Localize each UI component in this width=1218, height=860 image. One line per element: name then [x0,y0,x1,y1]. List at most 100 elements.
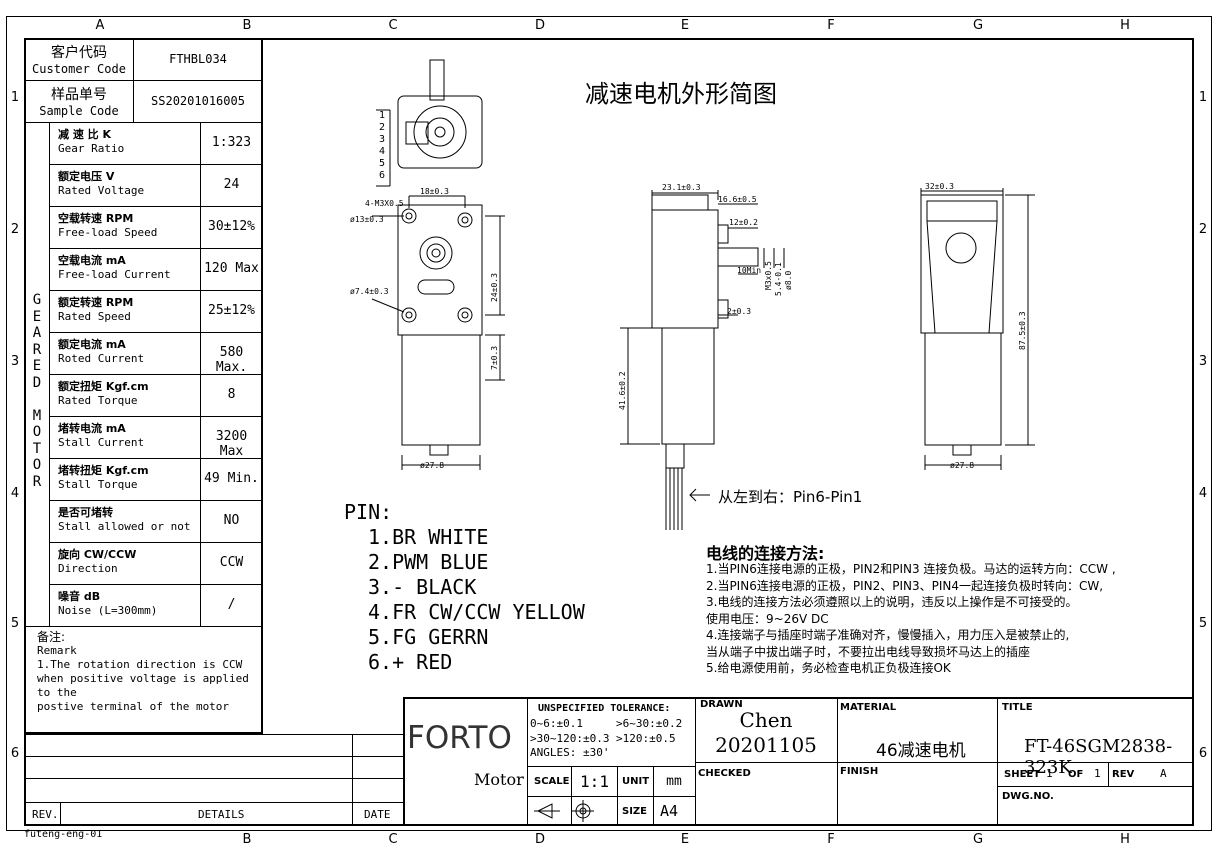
zone-col-f-top: F [827,18,835,33]
spec-label-en: Rated Speed [58,310,131,323]
customer-code-value: FTHBL034 [169,52,227,66]
outer-border [6,16,1212,831]
gearbox-front-outline [397,204,483,336]
spec-label-cn: 空载电流 mA [58,254,126,267]
spec-label-cn: 是否可堵转 [58,506,113,519]
dim-16-6: 16.6±0.5 [718,195,757,204]
zone-col-h-top: H [1120,18,1130,33]
gearbox-side [651,209,719,329]
zone-row-6-left: 6 [10,746,20,761]
row-line [24,626,263,627]
wire-exit [665,443,685,469]
dim-87-5: 87.5±0.3 [1018,311,1027,350]
connector-num-1: 1 [379,110,385,121]
zone-row-2-left: 2 [10,222,20,237]
spec-row-line [49,248,263,249]
spec-row-line [49,164,263,165]
wiring-line-7: 5.给电源使用前，务必检查电机正负极连接OK [706,661,951,675]
pin-title: PIN: [344,500,393,524]
tb-line [527,766,695,767]
spec-label-en: Stall allowed or not [58,520,191,533]
zone-row-1-left: 1 [10,90,20,105]
dim-5-4: 5.4-0.1 [774,262,783,296]
row-line [24,122,263,123]
tb-line [527,796,695,797]
zone-row-4-left: 4 [10,486,20,501]
connector-num-4: 4 [379,146,385,157]
spec-label-en: Direction [58,562,118,575]
wiring-line-1: 1.当PIN6连接电源的正极，PIN2和PIN3 连接负极。马达的运转方向：CC… [706,562,1116,576]
tb-divider [997,697,998,826]
output-hub [419,236,453,270]
spec-row-line [49,584,263,585]
connector-num-2: 2 [379,122,385,133]
rev-line [24,778,404,779]
connector-block [405,121,429,145]
zone-col-b-top: B [242,18,252,33]
title-block-frame [403,697,1194,826]
mount-hole-br [457,307,473,323]
spec-label-en: Free-load Speed [58,226,158,239]
spec-value: 3200 Max [215,429,248,459]
connector-num-3: 3 [379,134,385,145]
side-label-char: G [32,292,42,308]
spec-value: 30±12% [208,219,255,234]
spec-value: / [227,597,236,612]
rev-line [24,802,404,803]
remark-line-2: when positive voltage is applied [37,672,249,685]
zone-row-1-right: 1 [1198,90,1208,105]
zone-col-c-top: C [388,18,398,33]
remark-line-1: 1.The rotation direction is CCW [37,658,243,671]
dim-12: 12±0.2 [729,218,758,227]
rev-value: A [1160,767,1167,780]
wiring-line-6: 当从端子中拔出端子时，不要拉出电线导致损坏马达上的插座 [706,644,1031,659]
dim-27-8-front: ø27.8 [420,461,444,470]
zone-row-3-left: 3 [10,354,20,369]
gearbox-top-outline [397,95,483,169]
customer-code-en: Customer Code [32,62,126,76]
tolerance-1: 0~6:±0.1 [530,717,583,730]
spec-label-cn: 空载转速 RPM [58,212,134,225]
pin-item-4: 4.FR CW/CCW YELLOW [368,600,585,624]
tolerance-4: >120:±0.5 [616,732,676,745]
motor-end-boss [429,444,449,456]
dwg-no-label: DWG.NO. [1002,791,1054,802]
dim-2: 2±0.3 [727,307,751,316]
dim-7: 7±0.3 [490,346,499,370]
row-line [24,80,263,81]
motor-drawing: 18±0.3 4-M3X0.5 ø13±0.3 ø7.4±0.3 ø27.8 2… [350,59,1035,530]
mount-hole-tl [401,208,417,224]
customer-code-cn: 客户代码 [51,45,107,61]
material-value: 46减速电机 [876,741,966,761]
tb-divider [837,697,838,826]
title-label: TITLE [1002,702,1033,713]
tb-divider [527,697,528,826]
spec-row-line [49,374,263,375]
wiring-line-2: 2.当PIN6连接电源的正极，PIN2、PIN3、PIN4一起连接负极时转向：C… [706,578,1104,593]
dim-41-6: 41.6±0.2 [618,371,627,410]
spec-label-cn: 堵转电流 mA [58,422,126,435]
material-label: MATERIAL [840,702,897,713]
dim-24: 24±0.3 [490,273,499,302]
details-label: DETAILS [198,808,245,821]
side-label-char: M [32,407,42,424]
zone-col-e-top: E [680,18,690,33]
wiring-line-5: 4.连接端子与插座时端子准确对齐，慢慢插入，用力压入是被禁止的, [706,628,1070,642]
unit-value: mm [666,774,682,789]
spec-panel [24,38,263,734]
rev-label: REV. [32,808,59,821]
tb-divider [695,697,696,826]
mount-hole-tr [457,212,473,228]
zone-row-3-right: 3 [1198,354,1208,369]
forto-logo: FORTO [407,720,512,756]
sample-code-value: SS20201016005 [151,94,245,108]
projection-symbol-icon [534,800,594,822]
